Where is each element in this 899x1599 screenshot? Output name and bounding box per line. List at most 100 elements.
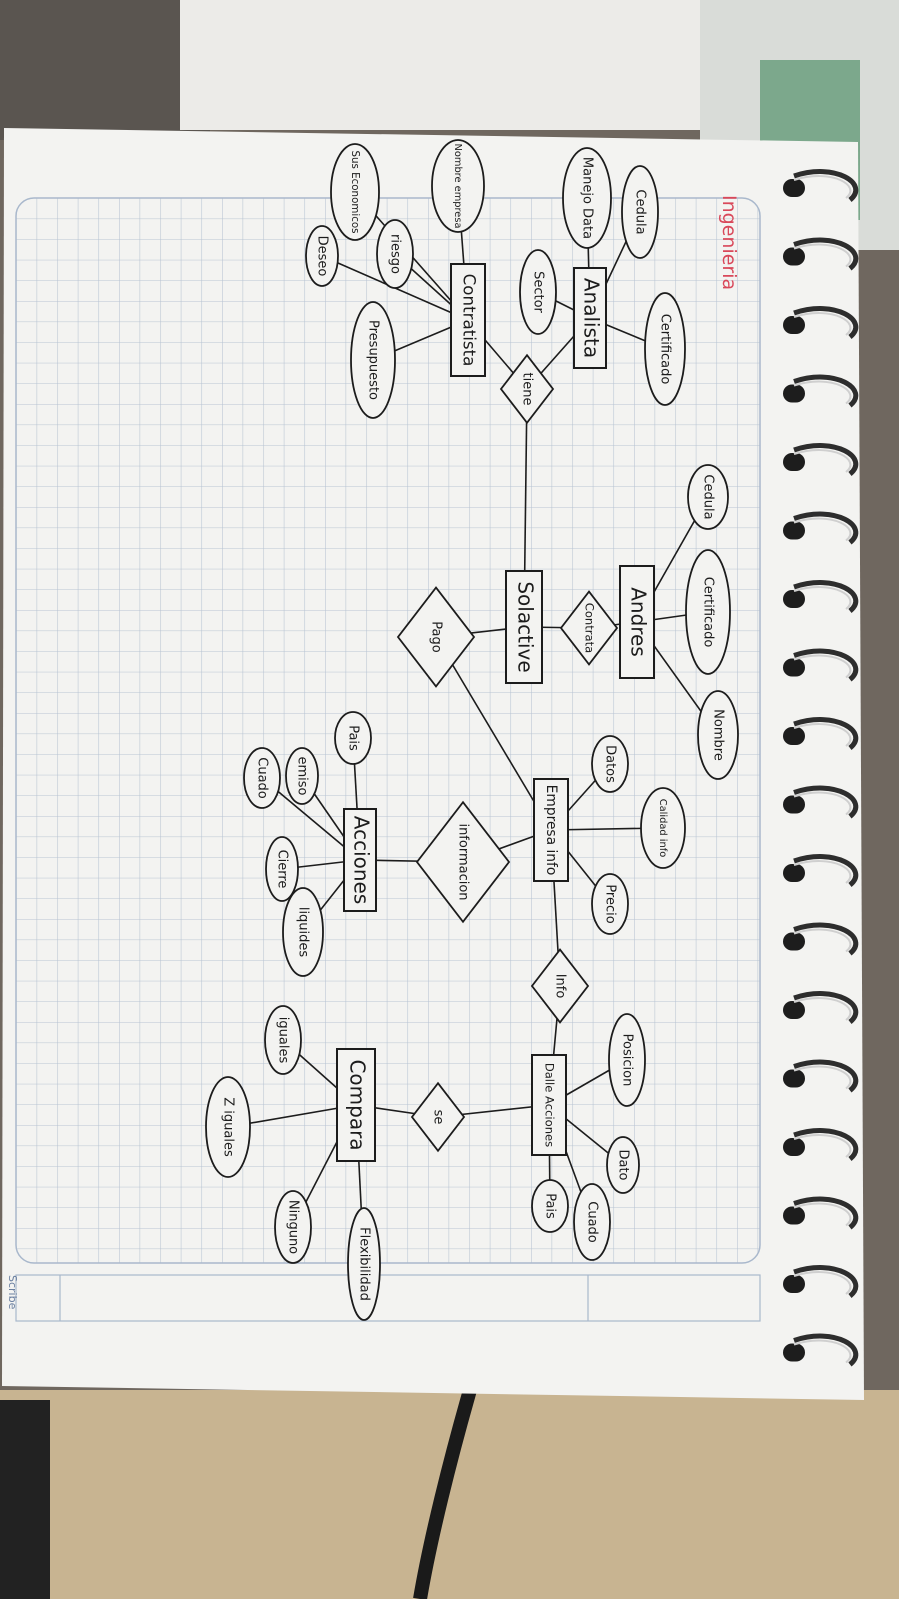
attribute-a6: Sus Economicos — [330, 143, 380, 241]
attribute-label: Cedula — [633, 189, 648, 234]
spiral-ring — [783, 511, 859, 545]
relationship-label: informacion — [456, 823, 471, 900]
attribute-label: Cuado — [255, 757, 270, 799]
attribute-a13: Datos — [591, 735, 629, 793]
attribute-label: Cuado — [585, 1201, 600, 1243]
attribute-label: Sector — [531, 271, 546, 313]
relationship-se: se — [410, 1081, 466, 1153]
entity-contratista: Contratista — [450, 263, 486, 377]
relationship-label: Contrata — [583, 603, 597, 653]
entity-compara: Compara — [336, 1048, 376, 1162]
spiral-ring — [783, 374, 859, 408]
attribute-a18: Cuado — [243, 747, 281, 809]
attribute-label: Precio — [603, 884, 618, 923]
attribute-label: Cierre — [275, 850, 290, 889]
attribute-a10: Cedula — [687, 464, 729, 530]
attribute-a20: liquides — [282, 887, 324, 977]
spiral-ring — [783, 1059, 859, 1093]
relationship-tiene: tiene — [499, 353, 555, 425]
paper-brand-label: Scribe — [6, 1275, 19, 1310]
attribute-label: emiso — [295, 757, 310, 796]
attribute-a1: Cedula — [621, 165, 659, 259]
attribute-label: Deseo — [315, 236, 330, 277]
spiral-ring — [783, 237, 859, 271]
attribute-label: Certificado — [701, 577, 716, 648]
entity-label: Solactive — [514, 581, 538, 672]
diagram-title: Ingenieria — [718, 195, 740, 290]
attribute-label: liquides — [296, 907, 311, 958]
spiral-ring — [783, 1265, 859, 1298]
attribute-label: riesgo — [388, 234, 403, 274]
attribute-label: Pais — [346, 725, 361, 751]
attribute-a12: Nombre — [697, 690, 739, 780]
attribute-a15: Precio — [591, 873, 629, 935]
spiral-ring — [783, 922, 859, 956]
attribute-label: Sus Economicos — [349, 151, 361, 234]
attribute-label: Ninguno — [286, 1200, 301, 1254]
relationship-label: se — [431, 1110, 446, 1125]
entity-label: Andres — [627, 587, 651, 657]
entity-empresa: Empresa info — [533, 778, 569, 882]
attribute-a2: Manejo Data — [562, 147, 612, 249]
attribute-a24: Pais — [531, 1179, 569, 1233]
attribute-a25: iguales — [264, 1005, 302, 1075]
entity-label: Dalle Acciones — [543, 1063, 557, 1147]
attribute-label: Cedula — [701, 474, 716, 519]
attribute-a26: Z iguales — [205, 1076, 251, 1178]
attribute-label: iguales — [276, 1017, 291, 1064]
spiral-binding — [783, 169, 859, 1367]
attribute-label: Certificado — [658, 314, 673, 385]
attribute-a8: Deseo — [305, 225, 339, 287]
spiral-ring — [783, 854, 859, 887]
spiral-ring — [783, 443, 859, 476]
entity-detalle: Dalle Acciones — [531, 1054, 567, 1156]
attribute-a21: Posicion — [608, 1013, 646, 1107]
entity-label: Empresa info — [543, 785, 559, 876]
spiral-ring — [783, 1333, 859, 1367]
attribute-a28: Flexibilidad — [347, 1207, 381, 1321]
spiral-ring — [783, 1196, 859, 1230]
attribute-a22: Dato — [606, 1136, 640, 1194]
attribute-a19: Cierre — [265, 836, 299, 902]
relationship-pago: Pago — [396, 586, 476, 688]
attribute-a5: Nombre empresa — [431, 139, 485, 233]
attribute-label: Nombre empresa — [452, 144, 463, 229]
attribute-a27: Ninguno — [274, 1190, 312, 1264]
spiral-ring — [783, 169, 859, 202]
attribute-a9: Presupuesto — [350, 301, 396, 419]
attribute-a16: Pais — [334, 711, 372, 765]
relationship-info: Info — [530, 948, 590, 1024]
relationship-label: Pago — [429, 621, 444, 652]
attribute-a11: Certificado — [685, 549, 731, 675]
attribute-label: Pais — [543, 1193, 558, 1219]
attribute-label: Posicion — [620, 1034, 635, 1087]
relationship-informacion: informacion — [415, 800, 511, 924]
attribute-label: Nombre — [711, 709, 726, 761]
spiral-ring — [783, 580, 859, 613]
spiral-ring — [783, 306, 859, 339]
attribute-a17: emiso — [285, 747, 319, 805]
attribute-label: Calidad info — [657, 799, 668, 858]
attribute-label: Flexibilidad — [357, 1227, 372, 1301]
entity-label: Acciones — [350, 816, 374, 905]
attribute-label: Manejo Data — [580, 157, 595, 239]
spiral-ring — [783, 717, 859, 750]
spiral-ring — [783, 648, 859, 682]
relationship-contrata: Contrata — [559, 590, 619, 666]
spiral-ring — [783, 785, 859, 819]
entity-solactive: Solactive — [505, 570, 543, 684]
attribute-label: Presupuesto — [366, 320, 381, 400]
attribute-a7: riesgo — [376, 219, 414, 289]
relationship-label: Info — [553, 974, 568, 999]
attribute-a3: Sector — [519, 249, 557, 335]
entity-label: Compara — [346, 1059, 370, 1150]
spiral-ring — [783, 991, 859, 1024]
attribute-a14: Calidad info — [640, 787, 686, 869]
attribute-a4: Certificado — [644, 292, 686, 406]
attribute-label: Z iguales — [221, 1097, 236, 1157]
connector-line — [435, 636, 552, 831]
attribute-a23: Cuado — [573, 1183, 611, 1261]
relationship-label: tiene — [520, 373, 535, 406]
